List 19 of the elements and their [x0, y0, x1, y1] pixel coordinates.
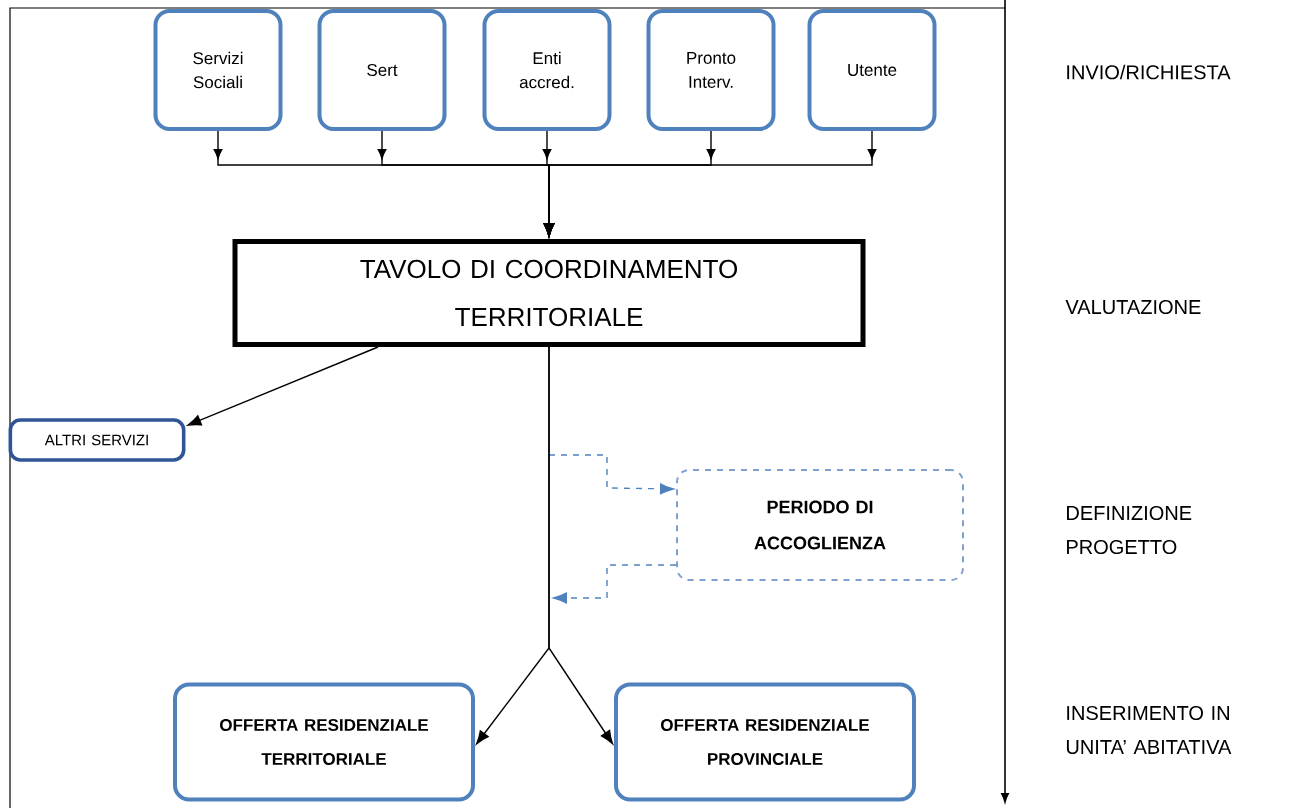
- stage-label: INVIO/RICHIESTA: [1067, 64, 1231, 80]
- arrow: [543, 130, 877, 237]
- source-box: Utente: [807, 9, 937, 131]
- arrow: [548, 454, 674, 495]
- stage-label: INSERIMENTO IN UNITA’ ABITATIVA: [1066, 705, 1232, 755]
- arrow: [548, 346, 614, 745]
- process-box: ALTRI SERVIZI: [8, 418, 186, 462]
- arrow: [553, 564, 677, 604]
- process-box: OFFERTA RESIDENZIALE TERRITORIALE: [173, 682, 475, 802]
- stage-label: VALUTAZIONE: [1065, 299, 1201, 315]
- process-box: OFFERTA RESIDENZIALE PROVINCIALE: [614, 682, 916, 802]
- stage-label: DEFINIZIONE PROGETTO: [1067, 505, 1192, 555]
- process-box: PERIODO DI ACCOGLIENZA: [676, 469, 964, 581]
- source-box: Sert: [317, 9, 447, 131]
- source-box: Enti accred.: [482, 9, 612, 131]
- arrow: [187, 346, 379, 426]
- process-box: TAVOLO DI COORDINAMENTO TERRITORIALE: [232, 239, 866, 347]
- source-box: Pronto Interv.: [646, 9, 776, 131]
- source-box: Servizi Sociali: [153, 9, 283, 131]
